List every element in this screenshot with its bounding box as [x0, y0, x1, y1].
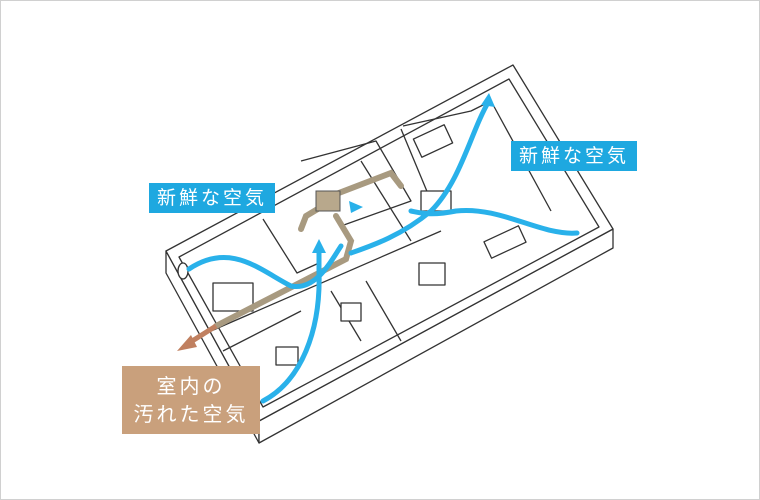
fresh-air-label-right: 新鮮な空気	[511, 141, 638, 171]
dirty-air-label: 室内の 汚れた空気	[122, 366, 260, 434]
ventilation-unit	[315, 190, 341, 212]
exhaust-arrow	[177, 323, 218, 351]
dirty-air-label-line1: 室内の	[156, 374, 226, 398]
fresh-air-arrowheads	[312, 93, 495, 253]
building	[165, 64, 614, 444]
fresh-air-label-left: 新鮮な空気	[149, 183, 276, 213]
fresh-air-flows	[186, 98, 580, 404]
dirty-air-label-line2: 汚れた空気	[133, 402, 249, 426]
